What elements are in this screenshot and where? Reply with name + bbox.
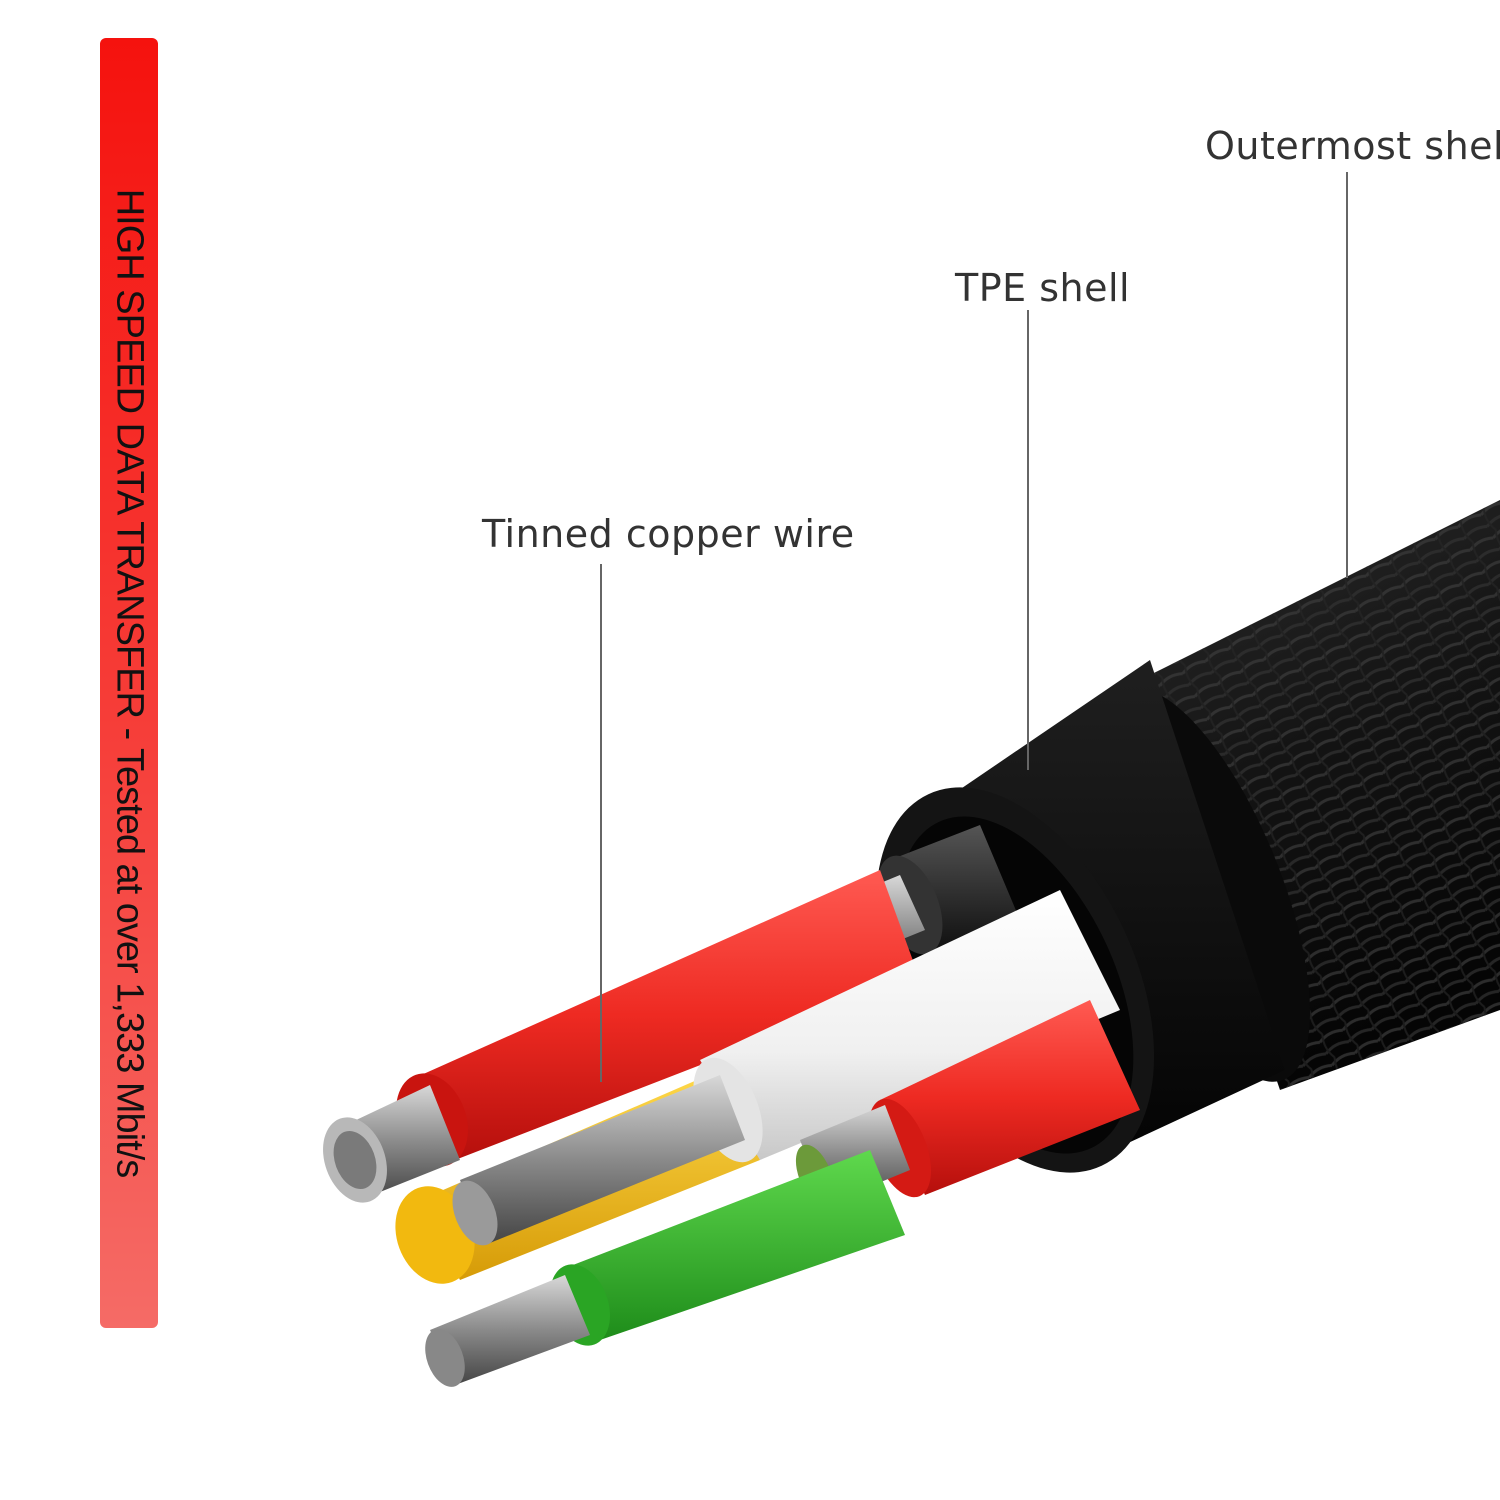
tpe-shell-label: TPE shell — [955, 266, 1131, 310]
promo-banner: HIGH SPEED DATA TRANSFER - Tested at ove… — [100, 38, 158, 1328]
outer-shell-label: Outermost shell — [1205, 124, 1500, 168]
copper-wire-label: Tinned copper wire — [482, 512, 855, 556]
white-wire — [452, 890, 1120, 1246]
green-wire — [425, 1150, 905, 1387]
red-wire-top — [323, 870, 920, 1203]
